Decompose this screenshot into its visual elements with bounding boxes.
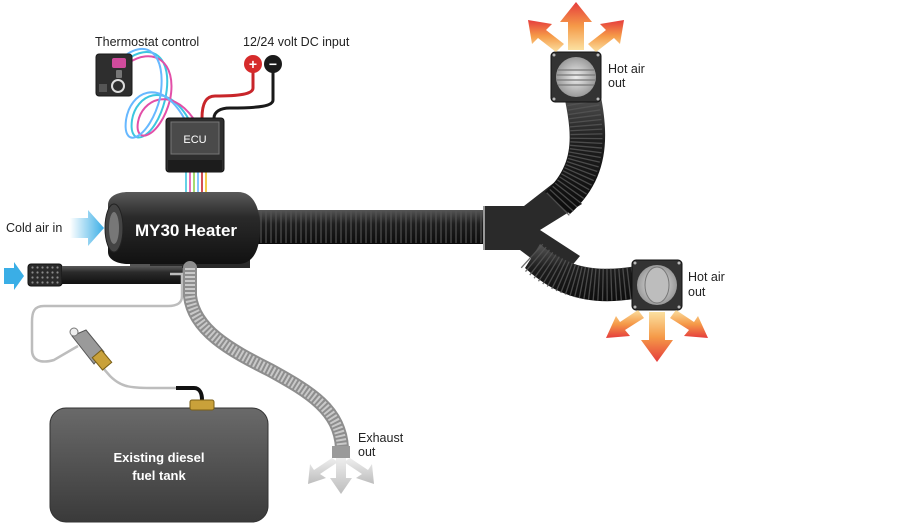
duct-rib	[564, 167, 595, 182]
duct-rib	[552, 185, 578, 208]
negative-terminal: −	[264, 55, 282, 73]
duct-rib	[568, 154, 600, 163]
hot-air-top-label-line2: out	[608, 76, 626, 90]
duct-rib	[551, 259, 567, 290]
hot-air-arrows-top	[528, 2, 624, 52]
duct-rib	[614, 268, 618, 301]
duct-rib	[542, 256, 560, 285]
duct-rib	[549, 188, 574, 212]
duct-rib	[618, 268, 622, 301]
duct-rib	[546, 192, 570, 216]
hot-air-right-label-line2: out	[688, 285, 706, 299]
fuel-pump	[69, 327, 113, 371]
duct-rib	[583, 267, 590, 300]
heater-unit: MY30 Heater	[104, 192, 260, 274]
minus-symbol: −	[269, 56, 277, 72]
exhaust-label-line1: Exhaust	[358, 431, 404, 445]
duct-rib	[626, 267, 632, 300]
duct-rib	[587, 267, 594, 300]
hot-air-vent-top	[550, 51, 602, 103]
duct-rib	[529, 249, 550, 276]
duct-rib	[570, 141, 603, 145]
duct-rib	[554, 182, 581, 204]
hot-air-top-label-line1: Hot air	[608, 62, 645, 76]
duct-rib	[537, 254, 557, 282]
fuel-tank-label-line2: fuel tank	[132, 468, 186, 483]
duct-rib	[569, 118, 602, 124]
ecu-box: ECU	[165, 117, 225, 173]
duct-rib	[622, 267, 627, 300]
exhaust-label-line2: out	[358, 445, 376, 459]
heater-label: MY30 Heater	[135, 221, 237, 240]
thermostat-label: Thermostat control	[95, 35, 199, 49]
duct-rib	[562, 170, 592, 186]
hot-air-duct	[250, 92, 642, 302]
power-input-label: 12/24 volt DC input	[243, 35, 350, 49]
hot-air-right-label-line1: Hot air	[688, 270, 725, 284]
positive-terminal: +	[244, 55, 262, 73]
fuel-tank: Existing diesel fuel tank	[49, 399, 269, 523]
duct-rib	[557, 179, 585, 199]
duct-rib	[565, 164, 596, 177]
hot-air-vent-right	[631, 259, 683, 311]
fuel-line	[30, 272, 204, 401]
duct-rib	[570, 128, 603, 132]
duct-rib	[597, 268, 601, 301]
duct-rib	[559, 176, 587, 195]
exhaust-pipe	[183, 261, 350, 458]
duct-rib	[533, 251, 554, 279]
plus-symbol: +	[249, 56, 257, 72]
intake-filter	[27, 263, 182, 287]
duct-rib	[561, 173, 590, 191]
power-wires	[200, 68, 275, 119]
duct-rib	[546, 258, 564, 287]
hot-air-arrows-right	[606, 310, 708, 362]
duct-rib	[569, 123, 602, 128]
duct-rib	[555, 261, 570, 292]
ecu-label: ECU	[183, 134, 206, 146]
duct-rib	[520, 243, 544, 269]
cold-air-label: Cold air in	[6, 221, 62, 235]
duct-rib	[569, 265, 580, 297]
duct-rib	[601, 268, 604, 301]
duct-rib	[567, 104, 600, 111]
duct-rib	[566, 160, 598, 173]
duct-rib	[524, 246, 547, 272]
duct-rib	[564, 263, 577, 295]
duct-rib	[569, 151, 601, 159]
duct-rib	[592, 268, 597, 301]
cold-air-arrow	[70, 210, 104, 246]
exhaust-arrows	[308, 458, 374, 494]
thermostat-control[interactable]	[95, 53, 133, 97]
duct-rib	[560, 262, 573, 294]
duct-rib	[570, 133, 603, 136]
fuel-tank-label-line1: Existing diesel	[113, 450, 204, 465]
duct-rib	[610, 268, 613, 301]
duct-rib	[573, 265, 583, 298]
duct-rib	[569, 148, 602, 154]
duct-rib	[570, 144, 603, 149]
thermostat-wires	[119, 48, 194, 139]
duct-rib	[569, 114, 601, 120]
intake-arrow	[4, 262, 24, 290]
duct-rib	[578, 266, 587, 299]
duct-rib	[568, 109, 601, 116]
duct-rib	[567, 157, 599, 168]
